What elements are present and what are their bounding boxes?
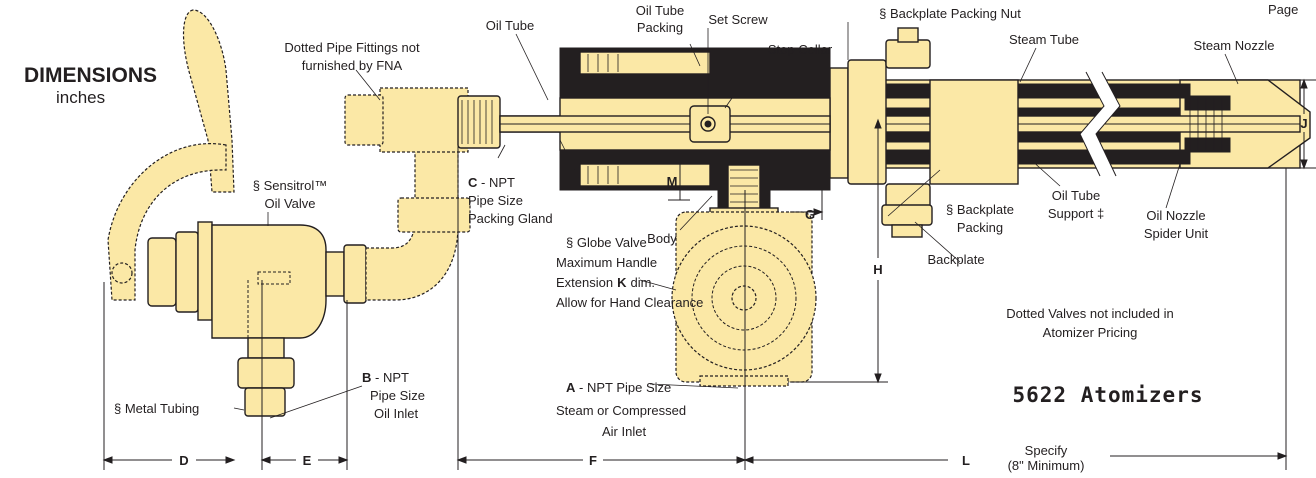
- valve-body: [211, 224, 327, 339]
- left-nut-2: [175, 231, 199, 313]
- label-oil-tube-support-2: Support ‡: [1048, 206, 1104, 221]
- label-steam-inlet-1: A - NPT Pipe Size: [566, 380, 671, 395]
- label-backplate-packing-nut: § Backplate Packing Nut: [879, 6, 1021, 21]
- handle-loop: [107, 143, 227, 301]
- label-globe-valve-4: Allow for Hand Clearance: [556, 295, 703, 310]
- label-set-screw: Set Screw: [708, 12, 768, 27]
- steam-inlet-stem: [727, 164, 761, 214]
- dotted-tee: [379, 87, 469, 153]
- globe-valve-extension: Extension: [556, 275, 613, 290]
- dotted-fittings-note-1: Dotted Pipe Fittings not: [284, 40, 420, 55]
- atomizer-tube: [499, 27, 1311, 238]
- model-title: 5622 Atomizers: [1012, 383, 1203, 407]
- inlet-nut-1: [247, 337, 285, 359]
- sensitrol-valve-assembly: [107, 9, 501, 417]
- label-oil-inlet-3: Oil Inlet: [374, 406, 418, 421]
- label-steam-inlet-2: Steam or Compressed: [556, 403, 686, 418]
- dotted-valves-note-2: Atomizer Pricing: [1043, 325, 1138, 340]
- label-packing-gland-2: Pipe Size: [468, 193, 523, 208]
- dimensions-title: DIMENSIONS: [24, 64, 157, 87]
- label-packing-gland-1: C - NPT: [468, 175, 515, 190]
- elbow-nut: [397, 197, 471, 233]
- label-globe-valve-2: Maximum Handle: [556, 255, 657, 270]
- backplate-housing: [929, 79, 1019, 185]
- globe-valve-dim: dim.: [630, 275, 655, 290]
- dotted-valves-note-1: Dotted Valves not included in: [1006, 306, 1173, 321]
- loop-end: [111, 262, 133, 284]
- label-backplate-packing-1: § Backplate: [946, 202, 1014, 217]
- dim-h: H: [873, 262, 882, 277]
- packing-gland-npt: - NPT: [477, 175, 515, 190]
- label-steam-inlet-3: Air Inlet: [602, 424, 646, 439]
- dim-j: J: [1300, 116, 1307, 131]
- backplate: [891, 224, 923, 238]
- steam-inlet-letter: A: [566, 380, 576, 395]
- dim-l-note-1: Specify: [1025, 443, 1068, 458]
- label-oil-tube-packing-1: Oil Tube: [636, 3, 684, 18]
- label-backplate-packing-2: Packing: [957, 220, 1003, 235]
- label-oil-tube: Oil Tube: [486, 18, 534, 33]
- packing-gland-letter: C: [468, 175, 478, 190]
- label-packing-gland-3: Packing Gland: [468, 211, 553, 226]
- globe-valve: [671, 207, 817, 387]
- steam-inlet-npt: - NPT Pipe Size: [575, 380, 671, 395]
- label-body: Body: [647, 231, 677, 246]
- oil-tube-packing: [579, 51, 711, 75]
- label-oil-tube-support-1: Oil Tube: [1052, 188, 1100, 203]
- inlet-nut-3: [244, 387, 286, 417]
- dimension-lines: [102, 78, 1316, 470]
- dim-l-note-2: (8" Minimum): [1008, 458, 1085, 473]
- label-oil-nozzle-2: Spider Unit: [1144, 226, 1209, 241]
- label-oil-inlet-2: Pipe Size: [370, 388, 425, 403]
- dim-m: M: [667, 174, 678, 189]
- globe-valve-k: K: [617, 275, 627, 290]
- left-nut: [147, 237, 177, 307]
- label-sensitrol-2: Oil Valve: [264, 196, 315, 211]
- label-steam-tube: Steam Tube: [1009, 32, 1079, 47]
- tube-break: [1080, 72, 1120, 176]
- label-backplate: Backplate: [927, 252, 984, 267]
- label-oil-nozzle-1: Oil Nozzle: [1146, 208, 1205, 223]
- valve-flange: [197, 221, 213, 321]
- dim-e: E: [303, 453, 312, 468]
- dim-d: D: [179, 453, 188, 468]
- backplate-packing-nut: [847, 59, 887, 185]
- page-corner-text: Page: [1268, 2, 1298, 17]
- valve-outlet: [325, 251, 345, 297]
- label-globe-valve-1: § Globe Valve: [566, 235, 647, 250]
- inlet-nut-2: [237, 357, 295, 389]
- tee-nut: [344, 94, 384, 146]
- oil-inlet-letter: B: [362, 370, 371, 385]
- label-sensitrol-1: § Sensitrol™: [253, 178, 327, 193]
- dim-g: G: [805, 207, 815, 222]
- dim-f: F: [589, 453, 597, 468]
- label-oil-tube-packing-2: Packing: [637, 20, 683, 35]
- dim-l: L: [962, 453, 970, 468]
- label-stop-collar: Stop Collar: [768, 42, 833, 57]
- outlet-nut: [343, 244, 367, 304]
- label-metal-tubing: § Metal Tubing: [114, 401, 199, 416]
- backplate-flange: [829, 67, 849, 179]
- oil-tube-coupling: [457, 95, 501, 149]
- leader-lines: [233, 22, 1239, 419]
- oil-inlet-npt: - NPT: [371, 370, 409, 385]
- dotted-fittings-note-2: furnished by FNA: [302, 58, 403, 73]
- dimensions-subtitle: inches: [56, 88, 105, 107]
- label-oil-inlet-1: B - NPT: [362, 370, 409, 385]
- label-steam-nozzle: Steam Nozzle: [1194, 38, 1275, 53]
